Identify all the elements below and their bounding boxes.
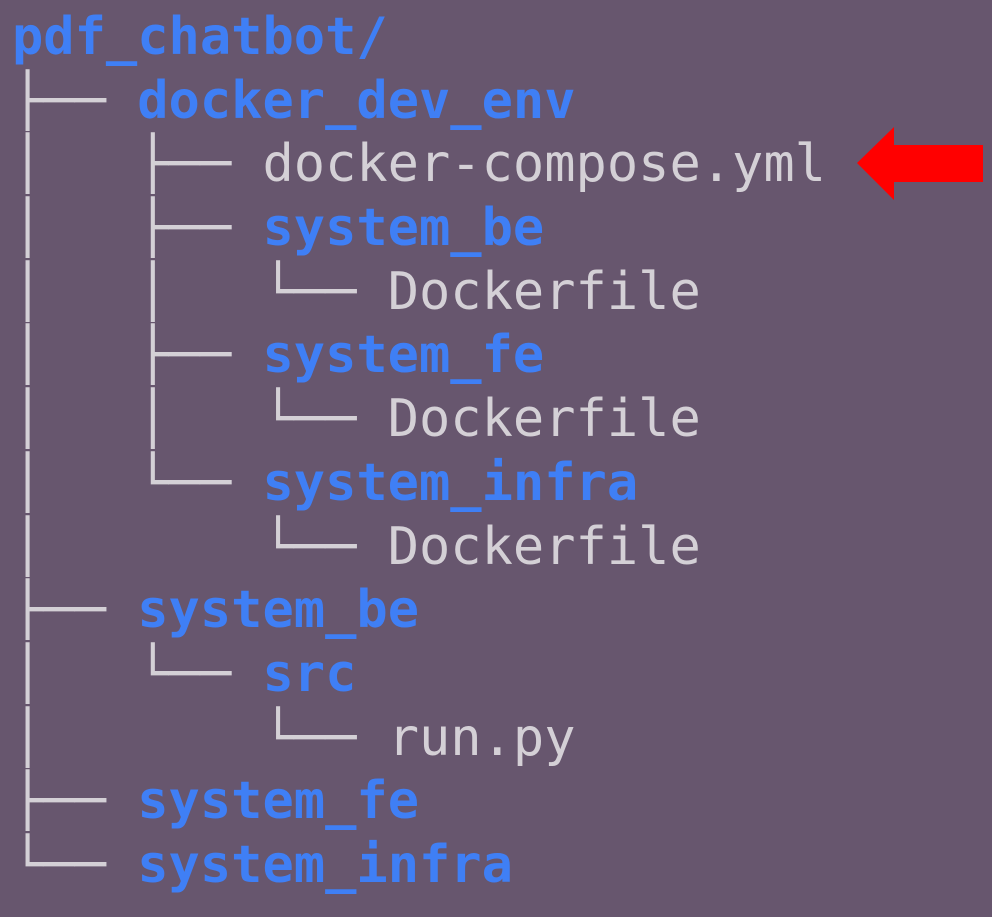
tree-branch-lines: └── xyxy=(12,834,138,895)
tree-branch-lines: │ │ └── xyxy=(12,261,388,322)
tree-branch-lines: │ │ └── xyxy=(12,389,388,450)
tree-file-entry: │ │ └── Dockerfile xyxy=(12,261,826,325)
directory-name: system_fe xyxy=(262,325,545,386)
file-name: run.py xyxy=(387,707,576,768)
directory-name: pdf_chatbot/ xyxy=(12,7,388,67)
tree-branch-lines: │ └── xyxy=(12,707,388,768)
tree-branch-lines: │ └── xyxy=(12,516,388,577)
tree-file-entry: │ └── run.py xyxy=(12,707,826,771)
tree-branch-lines: │ ├── xyxy=(12,198,263,259)
tree-branch-lines: │ └── xyxy=(12,452,263,513)
tree-branch-lines: ├── xyxy=(12,580,138,641)
tree-branch-lines: │ └── xyxy=(12,643,263,704)
tree-file-entry: │ │ └── Dockerfile xyxy=(12,388,826,452)
directory-name: docker_dev_env xyxy=(137,70,576,131)
file-name: Dockerfile xyxy=(387,516,701,577)
tree-directory-entry: ├── docker_dev_env xyxy=(12,70,826,134)
tree-directory-entry: │ └── src xyxy=(12,643,826,707)
tree-directory-entry: pdf_chatbot/ xyxy=(12,6,826,70)
file-name: Dockerfile xyxy=(387,261,701,322)
directory-tree: pdf_chatbot/├── docker_dev_env│ ├── dock… xyxy=(12,6,826,898)
directory-name: src xyxy=(262,643,357,704)
directory-name: system_fe xyxy=(137,771,419,832)
tree-directory-entry: └── system_infra xyxy=(12,834,826,898)
file-name: Dockerfile xyxy=(387,389,701,450)
directory-name: system_be xyxy=(262,198,545,259)
red-arrow-left-icon xyxy=(857,127,983,200)
tree-directory-entry: ├── system_be xyxy=(12,579,826,643)
directory-name: system_infra xyxy=(262,452,639,513)
directory-name: system_infra xyxy=(137,834,513,895)
tree-file-entry: │ └── Dockerfile xyxy=(12,516,826,580)
file-name: docker-compose.yml xyxy=(262,134,826,195)
tree-directory-entry: │ ├── system_be xyxy=(12,197,826,261)
tree-branch-lines: │ ├── xyxy=(12,134,263,195)
tree-file-entry: │ ├── docker-compose.yml xyxy=(12,133,826,197)
tree-directory-entry: ├── system_fe xyxy=(12,770,826,834)
directory-name: system_be xyxy=(137,580,419,641)
tree-directory-entry: │ ├── system_fe xyxy=(12,324,826,388)
tree-directory-entry: │ └── system_infra xyxy=(12,452,826,516)
tree-branch-lines: │ ├── xyxy=(12,325,263,386)
tree-branch-lines: ├── xyxy=(12,771,138,832)
tree-branch-lines: ├── xyxy=(12,70,138,131)
